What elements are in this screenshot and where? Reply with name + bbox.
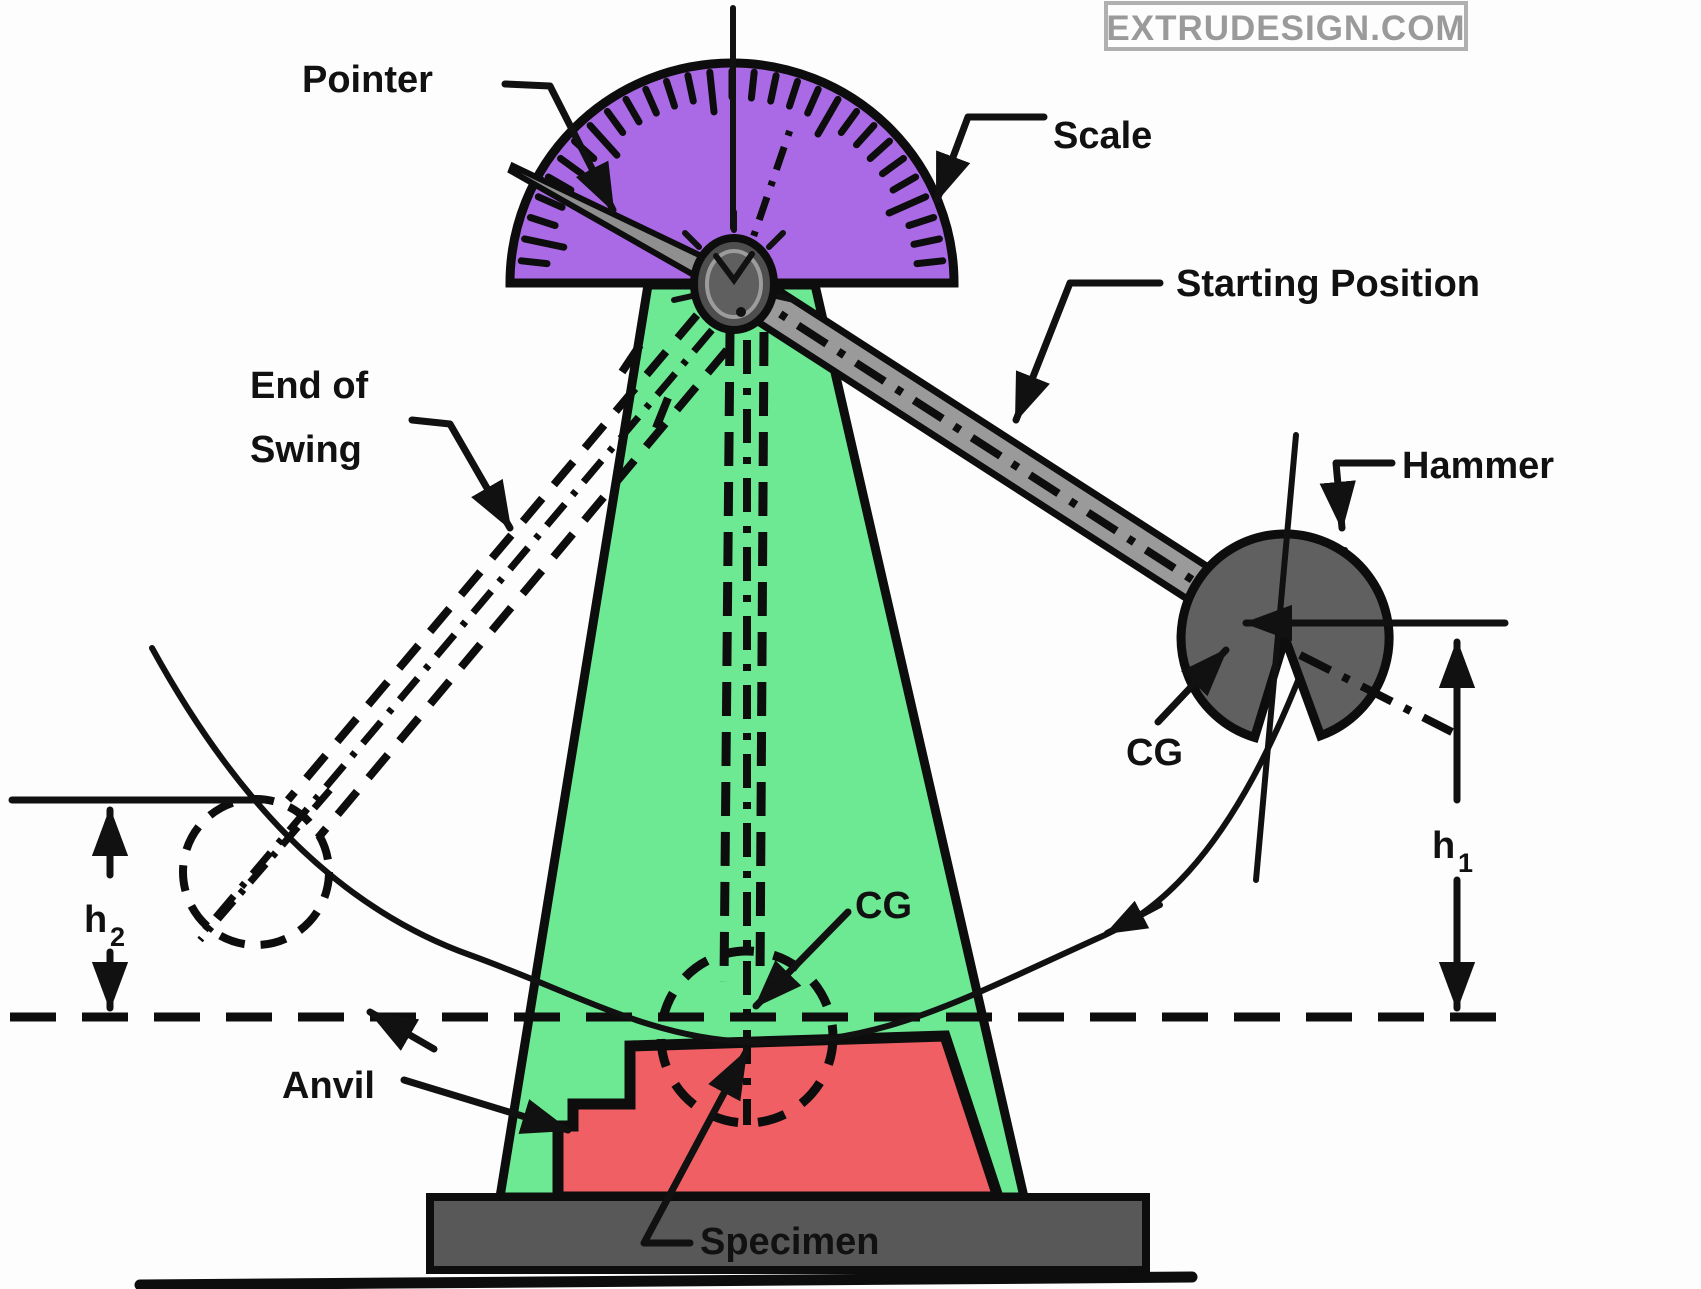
end-of-swing-leader <box>408 416 514 532</box>
pivot-spoke-upright <box>766 230 786 250</box>
watermark-text: EXTRUDESIGN.COM <box>1106 9 1465 48</box>
scale-tick <box>767 72 780 105</box>
pivot-bearing <box>671 209 797 334</box>
rest-arm-right-edge <box>755 331 769 983</box>
hammer-axis-line <box>1253 432 1299 883</box>
watermark: EXTRUDESIGN.COM <box>1104 1 1468 51</box>
cg-hammer-label: CG <box>1126 732 1183 774</box>
scale-tick <box>603 108 627 136</box>
scale-tick <box>905 214 938 229</box>
h1-label-sub: 1 <box>1458 848 1473 878</box>
cg-specimen-leader <box>752 908 852 1010</box>
specimen-label: Specimen <box>700 1221 880 1263</box>
scale-tick <box>879 154 907 178</box>
scale-tick <box>747 68 758 102</box>
hammer-disc <box>1176 432 1509 883</box>
rest-arm-left-edge <box>719 331 735 983</box>
pointer-label: Pointer <box>302 59 433 101</box>
scale-tick <box>706 68 718 116</box>
endswing-arm-edge-1 <box>284 312 701 803</box>
pivot-scatter-dash-1 <box>618 342 644 375</box>
hammer-centerline-extension <box>1298 651 1454 736</box>
h1-dimension: h 1 <box>1432 638 1476 1012</box>
swing-arc <box>149 547 1348 1046</box>
scale-tick <box>521 235 568 251</box>
scale-tick <box>913 257 947 268</box>
scale-tick <box>866 137 893 162</box>
hammer-label: Hammer <box>1402 445 1554 487</box>
scale-tick <box>684 72 697 105</box>
h2-label-sub: 2 <box>110 922 125 952</box>
starting-position-label: Starting Position <box>1176 263 1480 305</box>
arm-dashdot-centerline <box>737 284 1239 612</box>
endswing-cg-dashdot <box>197 787 333 943</box>
starting-position-leader <box>1012 279 1164 424</box>
scale-tick <box>910 235 943 248</box>
pivot-dot <box>736 307 746 317</box>
scale-tick <box>804 85 822 117</box>
rest-position-dashed-arm <box>719 331 769 983</box>
scale-tick <box>786 77 801 110</box>
endswing-arm-edge-2 <box>314 347 731 841</box>
cg-hammer-leader <box>1154 646 1230 726</box>
pivot-spoke-left <box>671 293 695 303</box>
h1-label: h <box>1432 825 1455 867</box>
pivot-scatter-dash-2 <box>652 396 672 430</box>
watermark-box <box>1104 1 1468 51</box>
endswing-centerline-extension <box>738 128 794 272</box>
scale-tick <box>885 193 930 217</box>
pivot-mark <box>713 251 755 286</box>
scale-leader <box>933 113 1048 204</box>
swing-arc-direction-arrow <box>1104 900 1163 936</box>
hammer-leader <box>1319 459 1396 532</box>
annotations: Pointer Scale Starting Position Hammer C… <box>250 59 1554 1263</box>
anvil-leader <box>400 1076 572 1134</box>
scale-tick <box>837 108 861 136</box>
scale-tick <box>889 173 920 194</box>
scale-label: Scale <box>1053 115 1152 157</box>
end-of-swing-dashed-arm <box>202 312 731 933</box>
pivot-spoke-upleft <box>682 230 702 250</box>
machine-base <box>426 1193 1150 1274</box>
scale-tick <box>586 122 621 159</box>
end-of-swing-label-line1: End of <box>250 365 369 407</box>
datum-pointer-arrow <box>366 1008 438 1053</box>
scale-tick <box>853 122 878 149</box>
scale-tick <box>642 85 660 117</box>
scale-tick <box>534 193 566 211</box>
scale-tick <box>526 214 559 229</box>
pointer-leader <box>501 80 617 214</box>
h2-label: h <box>84 899 107 941</box>
scale-tick <box>517 257 551 268</box>
end-of-swing-label-line2: Swing <box>250 429 362 471</box>
specimen-leader <box>640 1048 750 1247</box>
h2-dimension: h 2 <box>84 806 129 1012</box>
scale-tick <box>622 95 643 126</box>
scale-tick <box>663 77 678 110</box>
cg-specimen-label: CG <box>855 885 912 927</box>
scale-tick <box>544 173 575 194</box>
endswing-arm-centerline <box>202 327 715 933</box>
scale-tick <box>814 95 842 138</box>
pivot-spoke-right <box>773 293 797 303</box>
ground-line <box>134 1271 1198 1289</box>
anvil-label: Anvil <box>282 1065 375 1107</box>
